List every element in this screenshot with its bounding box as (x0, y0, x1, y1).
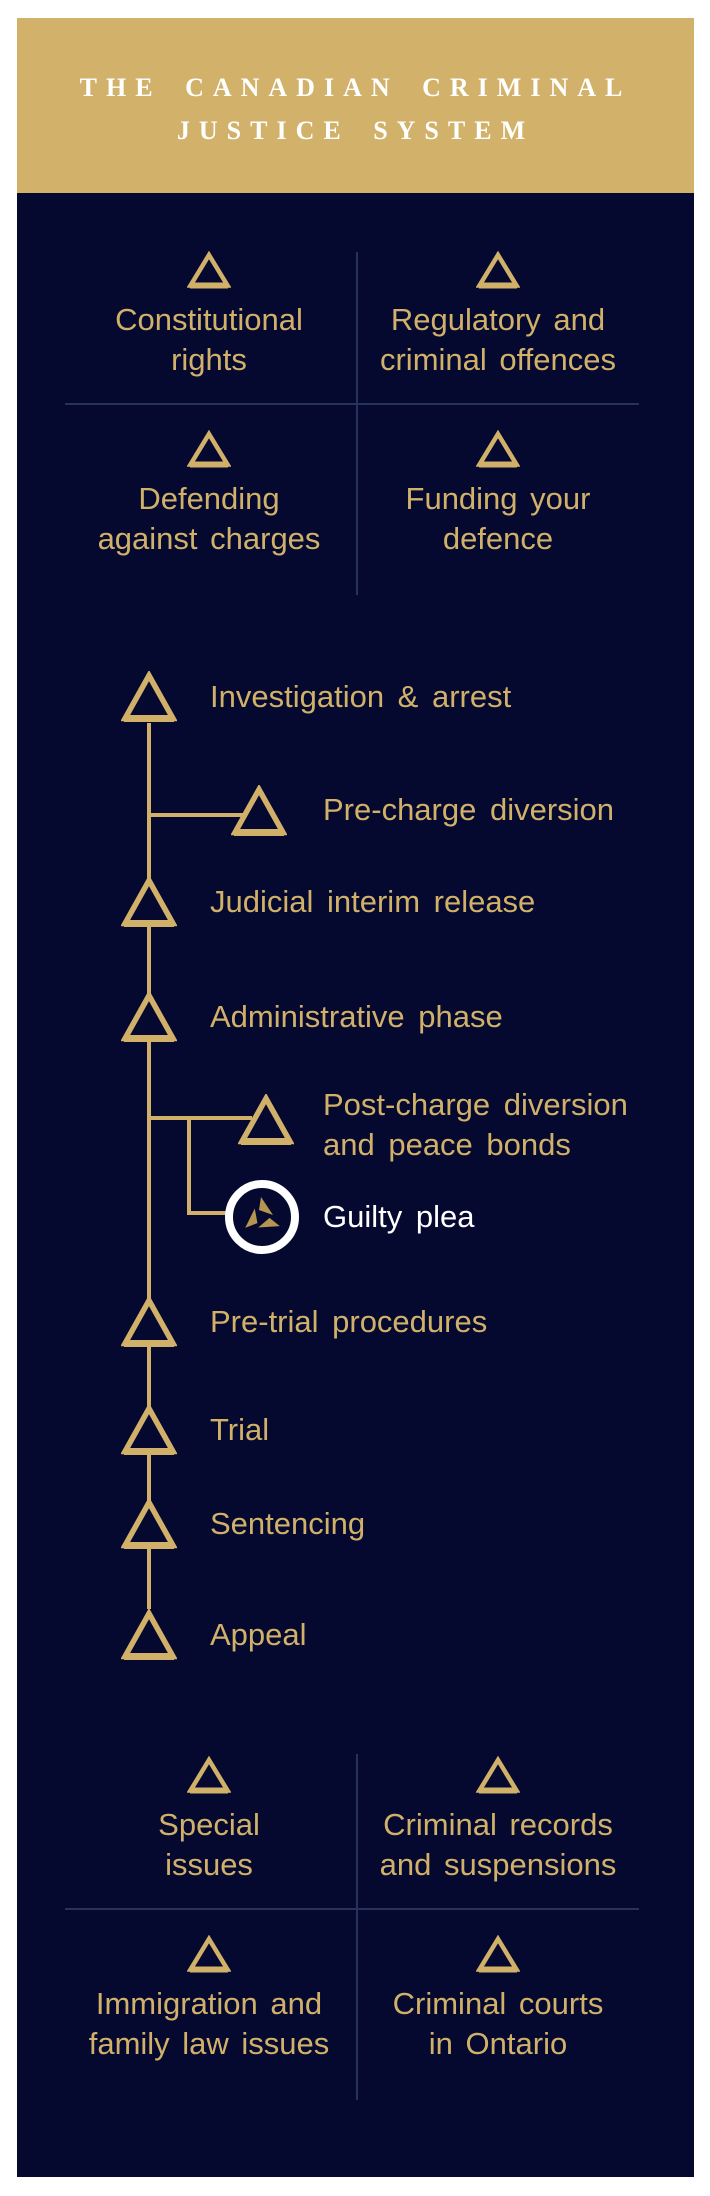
page-title-line-1: THE CANADIAN CRIMINAL (79, 72, 632, 102)
badge-circle (225, 1180, 299, 1254)
flow-step-investigation-arrest[interactable]: Investigation & arrest (210, 679, 512, 714)
triangle-marker-icon (476, 1935, 520, 1973)
flow-step-guilty-plea[interactable]: Guilty plea (323, 1199, 475, 1234)
flow-step-sentencing[interactable]: Sentencing (210, 1506, 366, 1541)
triangle-marker-icon (238, 1094, 294, 1145)
law-firm-logo-icon (245, 1197, 280, 1228)
triangle-marker-icon (231, 785, 287, 836)
flow-branch-line (187, 1118, 191, 1215)
row-divider-line (65, 1908, 639, 1910)
column-divider-line (356, 252, 358, 595)
flow-step-pre-trial-procedures[interactable]: Pre-trial procedures (210, 1304, 488, 1339)
title-banner: THE CANADIAN CRIMINAL JUSTICE SYSTEM (17, 18, 694, 193)
guilty-plea-badge (225, 1180, 299, 1254)
triangle-marker-icon (121, 1609, 177, 1660)
triangle-marker-icon (476, 430, 520, 468)
triangle-marker-icon (121, 1498, 177, 1549)
flow-step-label-line: and peace bonds (323, 1127, 571, 1162)
flow-branch-line (187, 1211, 232, 1215)
triangle-marker-icon (121, 991, 177, 1042)
triangle-marker-icon (187, 251, 231, 289)
flow-step-pre-charge-diversion[interactable]: Pre-charge diversion (323, 792, 615, 827)
page-title-line-2: JUSTICE SYSTEM (176, 115, 535, 145)
flow-step-judicial-interim-release[interactable]: Judicial interim release (210, 884, 536, 919)
flow-branch-line (149, 1116, 252, 1120)
column-divider-line (356, 1754, 358, 2100)
triangle-marker-icon (476, 251, 520, 289)
poster-background: THE CANADIAN CRIMINAL JUSTICE SYSTEM Con… (17, 18, 694, 2177)
flow-step-administrative-phase[interactable]: Administrative phase (210, 999, 503, 1034)
flow-step-label-line: Post-charge diversion (323, 1087, 628, 1122)
triangle-marker-icon (187, 430, 231, 468)
flow-step-trial[interactable]: Trial (210, 1412, 270, 1447)
flow-branch-line (149, 813, 244, 817)
triangle-marker-icon (187, 1935, 231, 1973)
triangle-marker-icon (187, 1756, 231, 1794)
triangle-marker-icon (121, 876, 177, 927)
flow-step-post-charge-diversion[interactable]: Post-charge diversion and peace bonds (323, 1085, 628, 1165)
triangle-marker-icon (476, 1756, 520, 1794)
flow-trunk-line (147, 723, 151, 1609)
triangle-marker-icon (121, 1404, 177, 1455)
row-divider-line (65, 403, 639, 405)
triangle-marker-icon (121, 671, 177, 722)
flow-step-appeal[interactable]: Appeal (210, 1617, 307, 1652)
triangle-marker-icon (121, 1296, 177, 1347)
